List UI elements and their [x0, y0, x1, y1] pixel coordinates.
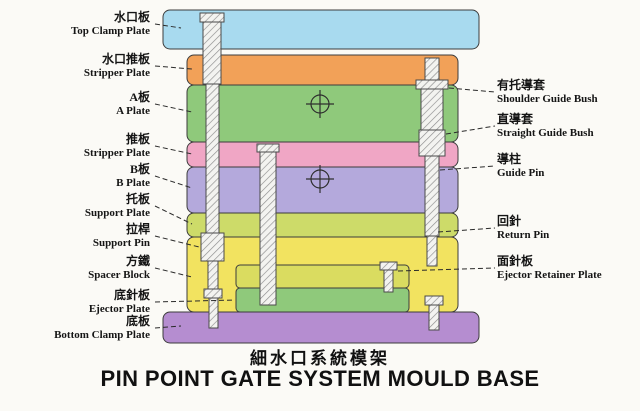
title-chinese: 細水口系統模架	[250, 349, 390, 368]
label-en: Shoulder Guide Bush	[497, 93, 598, 105]
leader-b-plate	[154, 175, 193, 189]
retainer-bolt-assembly	[379, 261, 398, 293]
leader-spacer-block	[154, 267, 193, 278]
label-zh: 有托導套	[497, 78, 546, 92]
label-zh: 回針	[497, 214, 522, 228]
label-en: B Plate	[116, 177, 150, 189]
straight-guide-bush-body	[418, 129, 446, 157]
center-pin-assembly	[256, 143, 280, 306]
label-guide-pin: 導柱 Guide Pin	[497, 152, 638, 180]
support-plate-shape	[186, 212, 459, 238]
right-bolt-head	[424, 295, 444, 306]
leader-ejector-retainer-plate	[397, 267, 496, 272]
center-pin-flange	[256, 143, 280, 153]
label-en: Support Pin	[92, 237, 150, 249]
support-pin-rod	[205, 83, 220, 234]
label-en: Guide Pin	[497, 167, 545, 179]
label-return-pin: 回針 Return Pin	[497, 214, 638, 242]
support-pin-stem	[207, 260, 219, 290]
leader-stripper-plate-top	[154, 65, 193, 70]
label-ejector-retainer-plate: 面針板 Ejector Retainer Plate	[497, 254, 638, 282]
guide-pin-top	[424, 57, 440, 81]
label-zh: 底針板	[113, 288, 150, 302]
shoulder-guide-bush-body	[420, 88, 444, 131]
label-zh: B板	[129, 162, 150, 176]
support-pin-cap	[199, 12, 225, 23]
support-pin-shoulder	[200, 232, 225, 262]
label-en: Support Plate	[84, 207, 150, 219]
shoulder-guide-bush-flange	[415, 79, 449, 90]
label-en: Bottom Clamp Plate	[54, 329, 150, 341]
support-pin-sleeve	[202, 21, 222, 85]
label-zh: 底板	[125, 314, 150, 328]
title-english: PIN POINT GATE SYSTEM MOULD BASE	[100, 366, 540, 391]
leader-a-plate	[154, 103, 193, 113]
retainer-bolt-shaft	[383, 269, 394, 293]
guide-pin-assembly	[415, 57, 449, 331]
label-support-plate: 托板 Support Plate	[2, 192, 150, 220]
label-zh: 面針板	[497, 254, 534, 268]
label-bottom-clamp-plate: 底板 Bottom Clamp Plate	[2, 314, 150, 342]
top-clamp-plate-shape	[162, 9, 480, 50]
label-a-plate: A板 A Plate	[2, 90, 150, 118]
label-en: Stripper Plate	[83, 147, 150, 159]
leader-return-pin	[437, 227, 496, 233]
label-stripper-plate-mid: 推板 Stripper Plate	[2, 132, 150, 160]
label-zh: 托板	[125, 192, 150, 206]
label-zh: A板	[129, 90, 150, 104]
label-zh: 直導套	[497, 112, 534, 126]
label-zh: 水口板	[113, 10, 150, 24]
center-pin-rod	[259, 151, 277, 306]
guide-pin-rod	[424, 155, 440, 237]
leader-stripper-plate-mid	[154, 145, 193, 155]
label-en: Top Clamp Plate	[70, 25, 150, 37]
leader-guide-pin	[439, 165, 496, 171]
label-en: Straight Guide Bush	[497, 127, 594, 139]
leader-straight-guide-bush	[445, 125, 496, 135]
label-zh: 導柱	[497, 152, 522, 166]
leader-bottom-clamp-plate	[154, 325, 182, 329]
stripper-plate-mid-shape	[186, 141, 459, 168]
label-zh: 推板	[125, 132, 150, 146]
leader-ejector-plate	[154, 299, 236, 303]
retainer-bolt-head	[379, 261, 398, 271]
label-en: Ejector Retainer Plate	[497, 269, 602, 281]
label-top-clamp-plate: 水口板 Top Clamp Plate	[2, 10, 150, 38]
label-en: Spacer Block	[88, 269, 150, 281]
label-en: Stripper Plate	[83, 67, 150, 79]
label-en: A Plate	[116, 105, 150, 117]
label-zh: 水口推板	[101, 52, 150, 66]
label-zh: 拉桿	[125, 222, 150, 236]
label-spacer-block: 方鐵 Spacer Block	[2, 254, 150, 282]
b-plate-shape	[186, 166, 459, 214]
a-plate-shape	[186, 84, 459, 143]
label-en: Return Pin	[497, 229, 550, 241]
label-straight-guide-bush: 直導套 Straight Guide Bush	[497, 112, 638, 140]
left-bolt-shaft	[208, 297, 219, 329]
label-ejector-plate: 底針板 Ejector Plate	[2, 288, 150, 316]
support-pin-assembly	[199, 12, 225, 329]
label-shoulder-guide-bush: 有托導套 Shoulder Guide Bush	[497, 78, 638, 106]
leader-top-clamp-plate	[154, 23, 182, 29]
left-bolt-head	[203, 288, 223, 299]
crosshair-a-plate	[306, 90, 334, 118]
right-bolt-shaft	[428, 304, 440, 331]
return-pin-rod	[426, 235, 438, 267]
label-b-plate: B板 B Plate	[2, 162, 150, 190]
label-zh: 方鐵	[125, 254, 150, 268]
label-stripper-plate-top: 水口推板 Stripper Plate	[2, 52, 150, 80]
label-support-pin: 拉桿 Support Pin	[2, 222, 150, 250]
leader-support-plate	[154, 205, 193, 225]
label-en: Ejector Plate	[88, 303, 150, 315]
crosshair-b-plate	[306, 165, 334, 193]
